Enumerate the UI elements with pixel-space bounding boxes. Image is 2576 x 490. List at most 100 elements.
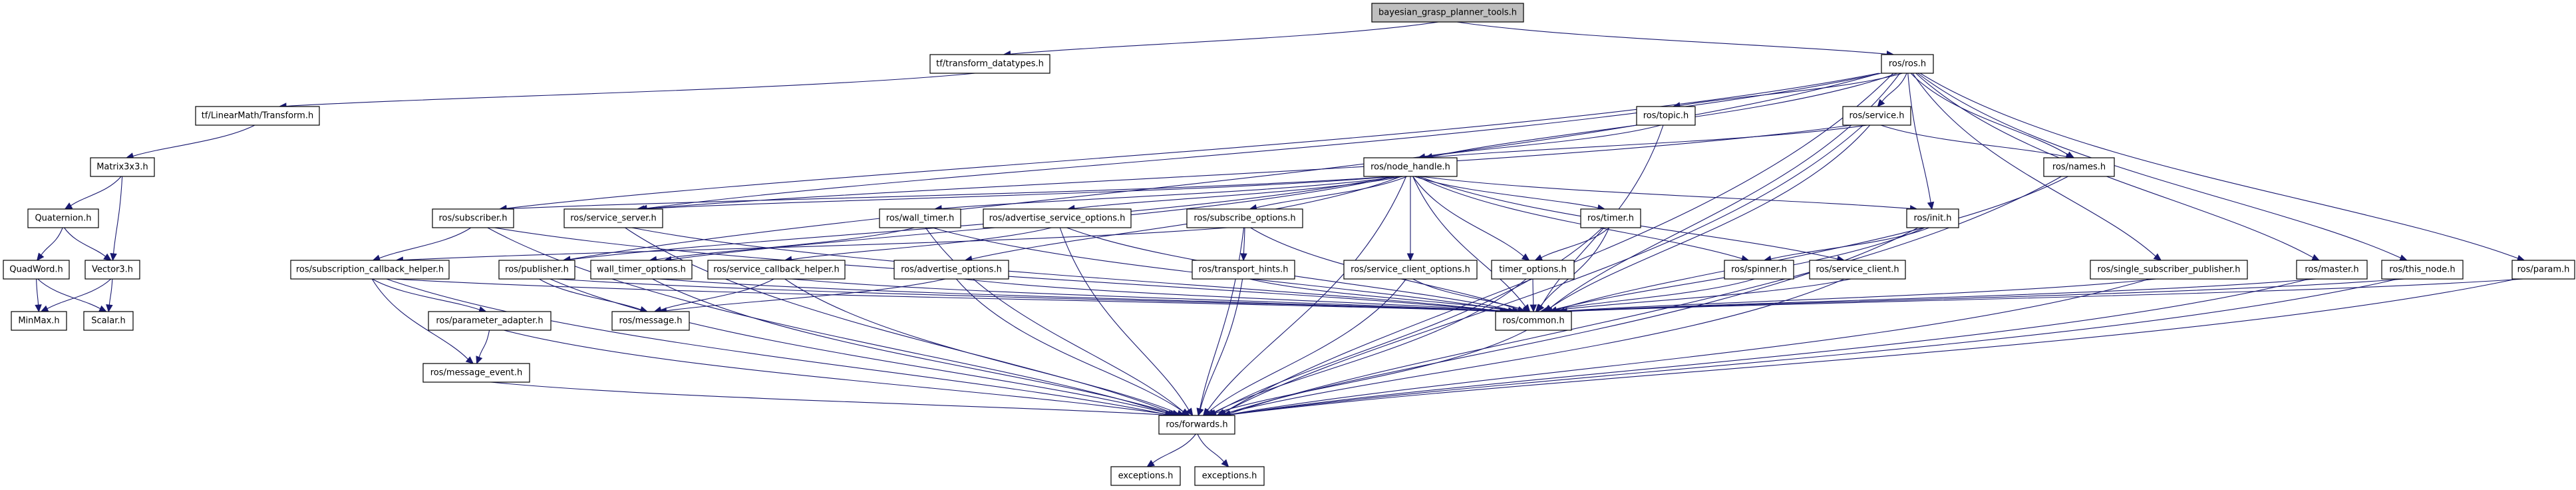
node-label: ros/subscriber.h <box>438 214 507 224</box>
node-label: ros/forwards.h <box>1166 420 1227 430</box>
edge-ros_service-to-ros_service_server <box>646 124 1852 209</box>
node-label: ros/service_client.h <box>1816 265 1899 275</box>
arrowhead-icon <box>1240 253 1247 262</box>
edge-ros_timer-to-timer_options <box>1541 227 1610 258</box>
node-scalar[interactable]: Scalar.h <box>83 311 134 331</box>
node-ros-forwards[interactable]: ros/forwards.h <box>1158 415 1235 435</box>
edge-ros_names-to-ros_common <box>1556 176 2068 311</box>
edge-ros_node_handle-to-ros_service_server <box>643 176 1395 210</box>
node-box <box>1495 311 1572 331</box>
node-ros-publisher[interactable]: ros/publisher.h <box>498 260 575 280</box>
edge-ros_service_callback_helper-to-ros_common <box>791 278 1504 312</box>
edge-ros_node_handle-to-timer_options <box>1412 176 1524 257</box>
node-box <box>290 260 450 280</box>
node-ros-topic[interactable]: ros/topic.h <box>1636 106 1696 126</box>
node-ros-timer[interactable]: ros/timer.h <box>1580 208 1641 228</box>
node-ros-init[interactable]: ros/init.h <box>1906 208 1959 228</box>
node-label: tf/transform_datatypes.h <box>936 59 1044 69</box>
node-timer-options[interactable]: timer_options.h <box>1491 260 1575 280</box>
edge-ros_ros-to-ros_this_node <box>1917 73 2401 258</box>
arrowhead-icon <box>1146 459 1155 467</box>
node-ros-transport-hints[interactable]: ros/transport_hints.h <box>1192 260 1295 280</box>
nodes-layer: bayesian_grasp_planner_tools.h tf/transfo… <box>3 3 2575 486</box>
edge-ros_topic-to-ros_node_handle <box>1424 124 1661 158</box>
node-vector3[interactable]: Vector3.h <box>84 260 140 280</box>
node-label: exceptions.h <box>1202 471 1257 481</box>
node-ros-common[interactable]: ros/common.h <box>1495 311 1572 331</box>
arrowhead-icon <box>1927 201 1935 210</box>
arrowhead-icon <box>2311 254 2320 261</box>
edge-ros_node_handle-to-ros_common <box>1412 176 1526 307</box>
node-quaternion[interactable]: Quaternion.h <box>27 208 99 228</box>
edge-quaternion-to-quadword <box>41 227 63 256</box>
edge-ros_service-to-ros_forwards <box>1223 124 1863 413</box>
node-box <box>1906 208 1959 228</box>
node-minmax[interactable]: MinMax.h <box>11 311 67 331</box>
node-ros-subscriber[interactable]: ros/subscriber.h <box>432 208 514 228</box>
edge-matrix3x3-to-quaternion <box>71 176 122 206</box>
node-box <box>1842 106 1911 126</box>
edge-ros_master-to-ros_common <box>1563 278 2317 312</box>
node-box <box>27 208 99 228</box>
node-ros-master[interactable]: ros/master.h <box>2296 260 2368 280</box>
node-ros-node-handle[interactable]: ros/node_handle.h <box>1363 157 1458 177</box>
node-label: ros/master.h <box>2305 265 2358 275</box>
node-ros-single-subscriber-publisher[interactable]: ros/single_subscriber_publisher.h <box>2090 260 2248 280</box>
node-ros-subscribe-options[interactable]: ros/subscribe_options.h <box>1186 208 1303 228</box>
node-box <box>1809 260 1906 280</box>
edge-wall_timer_options-to-ros_forwards <box>652 278 1174 415</box>
node-ros-advertise-options[interactable]: ros/advertise_options.h <box>893 260 1009 280</box>
node-label: ros/single_subscriber_publisher.h <box>2098 265 2241 275</box>
node-ros-this-node[interactable]: ros/this_node.h <box>2381 260 2464 280</box>
edge-ros_parameter_adapter-to-ros_forwards <box>504 330 1170 415</box>
arrowhead-icon <box>1877 99 1885 107</box>
node-box <box>1724 260 1794 280</box>
node-ros-ros[interactable]: ros/ros.h <box>1881 54 1934 74</box>
node-ros-service-client-options[interactable]: ros/service_client_options.h <box>1343 260 1478 280</box>
node-box <box>11 311 67 331</box>
node-label: ros/publisher.h <box>505 265 569 275</box>
node-box <box>1371 3 1524 23</box>
node-exceptions-a[interactable]: exceptions.h <box>1110 466 1181 486</box>
node-box <box>428 311 552 331</box>
node-ros-advertise-service-options[interactable]: ros/advertise_service_options.h <box>983 208 1132 228</box>
node-wall-timer-options[interactable]: wall_timer_options.h <box>590 260 693 280</box>
node-box <box>432 208 514 228</box>
node-matrix3x3[interactable]: Matrix3x3.h <box>90 157 155 177</box>
edge-vector3-to-scalar <box>108 278 113 306</box>
edge-ros_ros-to-ros_publisher <box>569 73 1880 260</box>
node-ros-param[interactable]: ros/param.h <box>2511 260 2575 280</box>
node-ros-spinner[interactable]: ros/spinner.h <box>1724 260 1794 280</box>
edge-ros_forwards-to-exceptions_b <box>1197 433 1225 463</box>
edge-ros_subscription_callback_helper-to-ros_common <box>393 278 1501 312</box>
node-root[interactable]: bayesian_grasp_planner_tools.h <box>1371 3 1524 23</box>
node-quadword[interactable]: QuadWord.h <box>3 260 70 280</box>
edge-ros_advertise_options-to-ros_message <box>666 278 946 312</box>
arrowhead-icon <box>103 253 112 261</box>
node-ros-wall-timer[interactable]: ros/wall_timer.h <box>879 208 961 228</box>
edge-ros_ros-to-ros_service_server <box>646 73 1882 209</box>
node-ros-names[interactable]: ros/names.h <box>2043 157 2115 177</box>
node-exceptions-b[interactable]: exceptions.h <box>1194 466 1265 486</box>
edge-matrix3x3-to-vector3 <box>113 176 123 254</box>
node-ros-parameter-adapter[interactable]: ros/parameter_adapter.h <box>428 311 552 331</box>
node-ros-service-server[interactable]: ros/service_server.h <box>564 208 663 228</box>
arrowhead-icon <box>1534 254 1543 261</box>
node-ros-subscription-callback-helper[interactable]: ros/subscription_callback_helper.h <box>290 260 450 280</box>
edge-wall_timer_options-to-ros_common <box>659 278 1501 312</box>
node-ros-message-event[interactable]: ros/message_event.h <box>422 363 530 383</box>
edge-vector3-to-minmax <box>47 278 112 310</box>
node-label: ros/transport_hints.h <box>1198 265 1288 275</box>
node-ros-service[interactable]: ros/service.h <box>1842 106 1911 126</box>
arrowhead-icon <box>1535 304 1543 312</box>
node-label: ros/advertise_options.h <box>901 265 1002 275</box>
node-ros-message[interactable]: ros/message.h <box>611 311 690 331</box>
arrowhead-icon <box>64 202 73 210</box>
node-tf-transform-datatypes[interactable]: tf/transform_datatypes.h <box>929 54 1050 74</box>
edge-ros_subscription_callback_helper-to-ros_forwards <box>386 278 1166 415</box>
node-tf-linearmath-transform[interactable]: tf/LinearMath/Transform.h <box>195 106 320 126</box>
node-ros-service-callback-helper[interactable]: ros/service_callback_helper.h <box>707 260 846 280</box>
edge-ros_node_handle-to-ros_subscribe_options <box>1256 176 1408 208</box>
node-ros-service-client[interactable]: ros/service_client.h <box>1809 260 1906 280</box>
